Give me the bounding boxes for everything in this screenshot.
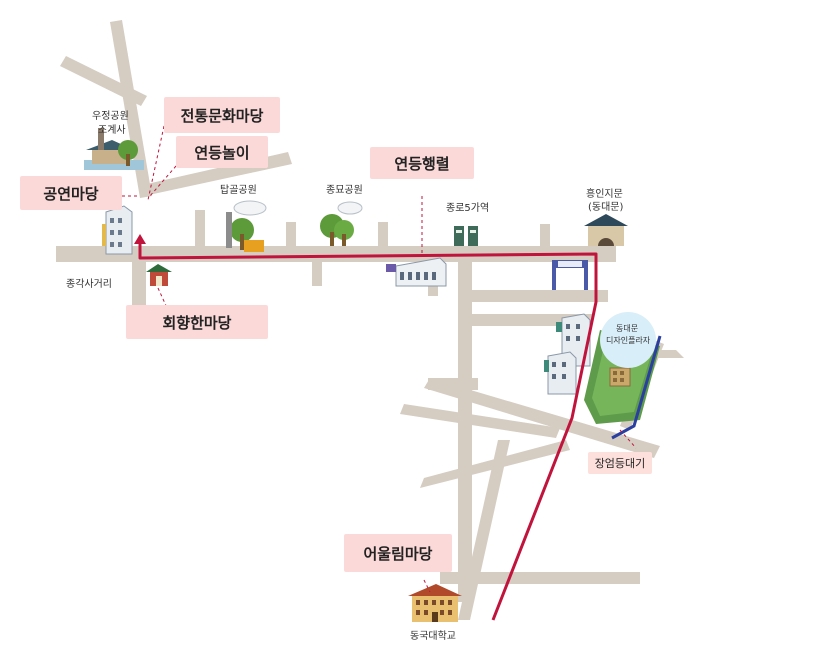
road-stub-4 bbox=[540, 224, 550, 248]
dongguk-university-icon bbox=[408, 584, 462, 622]
leader-lines bbox=[122, 125, 637, 593]
event-traditional-culture: 전통문화마당 bbox=[164, 97, 280, 133]
road-stub-2 bbox=[286, 222, 296, 248]
road-diag-mid bbox=[400, 404, 560, 438]
road-west-link bbox=[428, 378, 478, 390]
building-east-2 bbox=[544, 351, 577, 395]
bosingak-icon bbox=[146, 264, 172, 286]
road-diag-north bbox=[110, 20, 152, 198]
label-heunginjimun: 흥인지문 bbox=[586, 189, 623, 200]
road-east-upper bbox=[472, 290, 608, 302]
road-jongno-branch bbox=[132, 262, 146, 310]
label-dongdaemun: (동대문) bbox=[588, 202, 624, 213]
label-ddp-line2: 디자인플라자 bbox=[606, 336, 651, 345]
tapgol-park-icon bbox=[226, 200, 267, 252]
event-lantern-parade: 연등행렬 bbox=[370, 147, 474, 179]
road-south-diag bbox=[458, 440, 510, 620]
road-stub-3 bbox=[378, 222, 388, 248]
road-stub-5 bbox=[312, 262, 322, 286]
blue-route-line bbox=[611, 335, 662, 440]
parade-route-line bbox=[138, 240, 598, 621]
jogyesa-temple-icon bbox=[84, 128, 144, 170]
road-stub-1 bbox=[195, 210, 205, 248]
label-ujeong-park: 우정공원 bbox=[92, 111, 129, 122]
building-jonggak bbox=[102, 205, 133, 255]
label-jongno5ga-station: 종로5가역 bbox=[446, 203, 490, 214]
label-jogyesa: 조계사 bbox=[98, 125, 126, 136]
label-dongguk-university: 동국대학교 bbox=[410, 631, 456, 642]
building-cheonggyecheon bbox=[386, 257, 447, 287]
heunginjimun-gate-icon bbox=[584, 214, 628, 246]
event-performance: 공연마당 bbox=[20, 176, 122, 210]
road-jongno5-south bbox=[458, 262, 472, 602]
event-lantern-play: 연등놀이 bbox=[176, 136, 268, 168]
label-ddp-line1: 동대문 bbox=[616, 324, 639, 333]
road-diag-south bbox=[424, 378, 660, 458]
label-tapgol-park: 탑골공원 bbox=[220, 185, 257, 196]
label-jonggak-intersection: 종각사거리 bbox=[66, 279, 112, 290]
event-eoullim: 어울림마당 bbox=[344, 534, 452, 572]
road-bottom bbox=[440, 572, 640, 584]
label-jongmyo-park: 종묘공원 bbox=[326, 185, 363, 196]
jongmyo-park-icon bbox=[320, 201, 363, 246]
jongno5ga-station-icon bbox=[454, 226, 478, 246]
event-jangeum-lantern: 장엄등대기 bbox=[588, 452, 652, 474]
market-gate-icon bbox=[552, 260, 588, 290]
event-hoehyang: 회향한마당 bbox=[126, 305, 268, 339]
route-arrow-head bbox=[134, 234, 146, 244]
